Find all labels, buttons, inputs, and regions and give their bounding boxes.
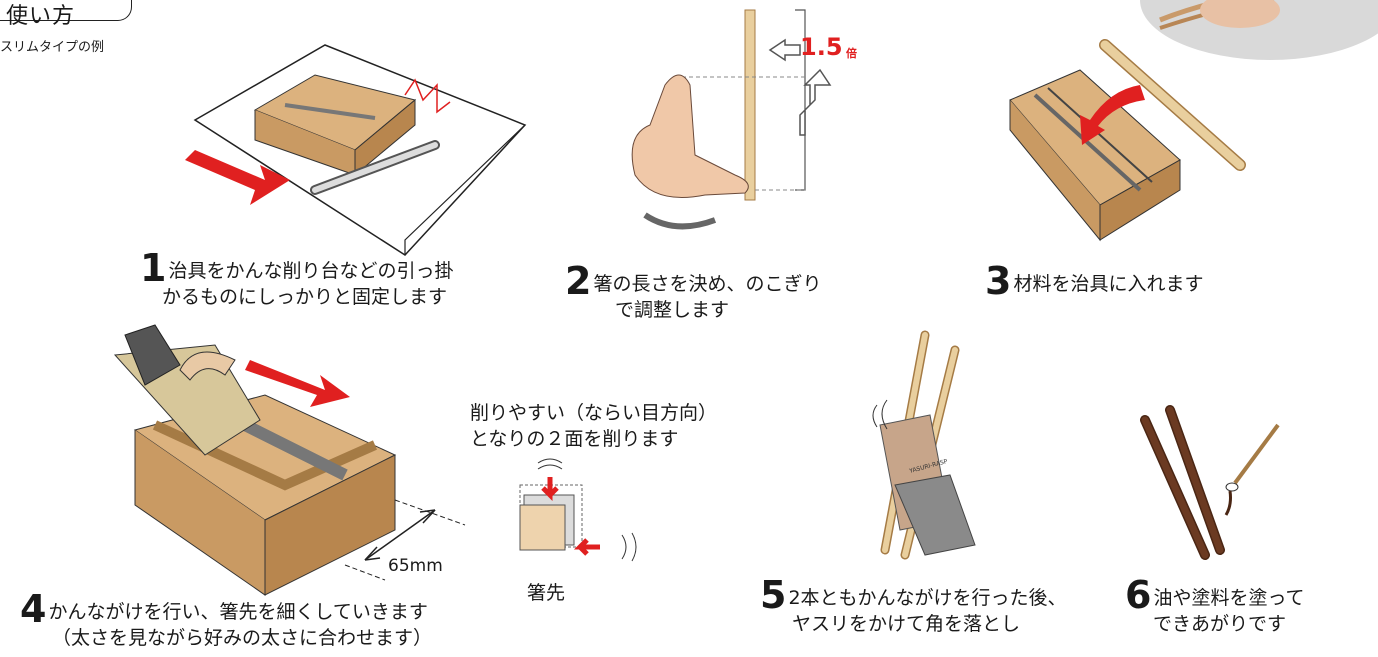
- cross-section-diagram: [519, 458, 637, 562]
- step3-line1: 材料を治具に入れます: [1013, 273, 1204, 295]
- illustration-step2-measure-length: [631, 9, 832, 230]
- step4-line2: （太さを見ながら好みの太さに合わせます）: [52, 627, 433, 649]
- step2-line1: 箸の長さを決め、のこぎり: [593, 273, 822, 295]
- planing-note-line2: となりの２面を削ります: [470, 428, 679, 450]
- step2-line2: で調整します: [615, 299, 730, 321]
- planing-note: 削りやすい（ならい目方向） となりの２面を削ります: [470, 400, 717, 452]
- page-title: 使い方: [6, 4, 76, 29]
- step2-number: 2: [565, 259, 592, 303]
- photo-hand-chopsticks: [1140, 0, 1378, 60]
- step6-line1: 油や塗料を塗って: [1153, 587, 1305, 609]
- width-label: 65mm: [388, 556, 443, 576]
- step5-number: 5: [760, 573, 787, 617]
- illustration-step6-finish: [1140, 405, 1280, 560]
- title-badge: [0, 0, 132, 21]
- illustration-step4-planing: [113, 324, 466, 596]
- ratio-label: 1.5: [800, 33, 843, 61]
- illustration-step1-jig-fixed: [185, 44, 527, 256]
- illustration-step5-file: YASURI-RASP: [872, 330, 976, 560]
- step3-number: 3: [985, 259, 1012, 303]
- illustration-step3-insert-material: [1009, 39, 1246, 242]
- step6-number: 6: [1125, 573, 1152, 617]
- step5-line2: ヤスリをかけて角を落とし: [792, 613, 1021, 635]
- ratio-unit: 倍: [846, 47, 857, 60]
- step6-line2: できあがりです: [1153, 613, 1287, 635]
- page-subtitle: スリムタイプの例: [0, 40, 105, 55]
- planing-note-line1: 削りやすい（ならい目方向）: [470, 402, 718, 424]
- step1-number: 1: [140, 246, 167, 290]
- step1-line1: 治具をかんな削り台などの引っ掛: [168, 260, 454, 282]
- tip-label: 箸先: [527, 582, 566, 604]
- step4-line1: かんながけを行い、箸先を細くしていきます: [48, 601, 428, 623]
- step1-line2: かるものにしっかりと固定します: [162, 286, 448, 308]
- step5-line1: 2本ともかんながけを行った後、: [788, 587, 1067, 609]
- step4-number: 4: [20, 587, 47, 631]
